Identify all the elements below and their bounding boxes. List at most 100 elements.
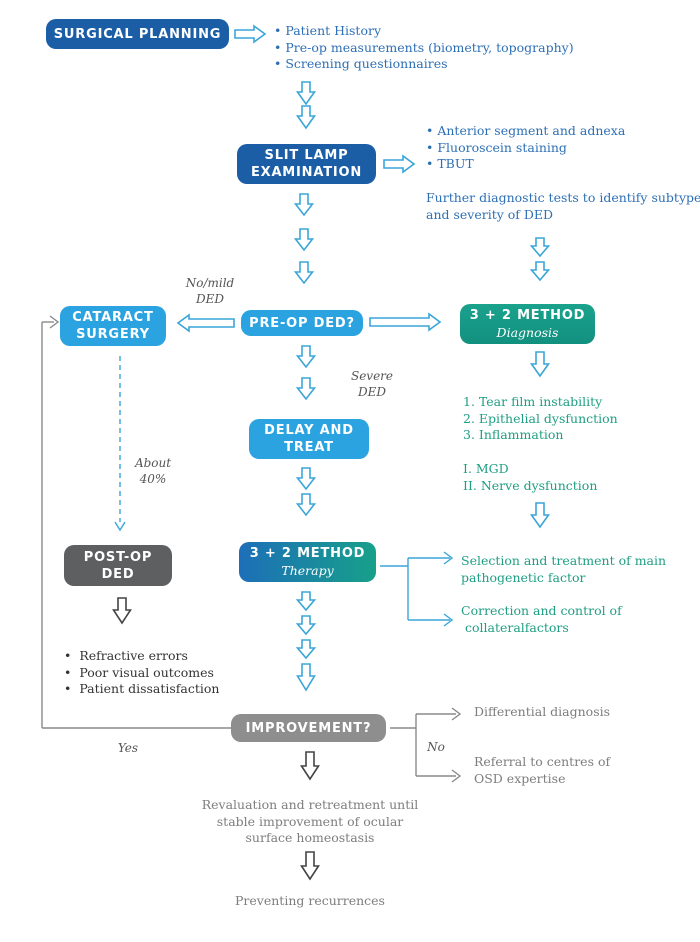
no-branch-top-head — [451, 707, 462, 721]
severe-line: Severe — [350, 369, 394, 383]
therapy-correction-text: Correction and control of collateralfact… — [461, 603, 622, 636]
slit-lamp-down-arrow-1 — [293, 193, 315, 217]
postop-issue: • Refractive errors — [64, 648, 188, 663]
preop-down-arrow-2 — [295, 377, 317, 401]
revaluation-line: surface homeostasis — [245, 830, 375, 845]
diagnosis-items: 1. Tear film instability 2. Epithelial d… — [463, 394, 618, 444]
postop-issue: • Patient dissatisfaction — [64, 681, 220, 696]
planning-down-arrow-2 — [295, 105, 317, 130]
therapy-down-arrow-1 — [295, 591, 317, 612]
therapy-branch-bottom-head — [443, 613, 454, 627]
postop-issue: • Poor visual outcomes — [64, 664, 214, 680]
further-tests-line: Further diagnostic tests to identify sub… — [426, 190, 700, 205]
slit-lamp-item: • TBUT — [426, 156, 474, 171]
delay-down-arrow-1 — [295, 467, 317, 491]
slit-lamp-box: SLIT LAMP EXAMINATION — [237, 144, 376, 184]
diagnosis-item: 1. Tear film instability — [463, 394, 603, 409]
postop-issues-list: • Refractive errors • Poor visual outcom… — [64, 648, 219, 698]
referral-text: Referral to centres of OSD expertise — [474, 754, 610, 787]
diagnosis-method-title: 3 + 2 METHOD — [469, 308, 586, 323]
about-line: About — [134, 456, 172, 470]
preop-to-cataract-arrow — [176, 313, 235, 333]
postop-label-line-2: DED — [101, 566, 135, 582]
planning-item: • Pre-op measurements (biometry, topogra… — [274, 39, 574, 55]
therapy-method-box: 3 + 2 METHOD Therapy — [239, 542, 376, 582]
no-branch-bottom-head — [451, 769, 462, 783]
postop-down-arrow — [112, 597, 132, 625]
severe-line: DED — [357, 385, 386, 399]
further-tests-text: Further diagnostic tests to identify sub… — [426, 190, 700, 223]
diagnosis-item: 3. Inflammation — [463, 427, 564, 442]
slit-lamp-item: • Fluoroscein staining — [426, 139, 567, 155]
surgical-planning-box: SURGICAL PLANNING — [46, 19, 229, 49]
delay-label-line-2: TREAT — [284, 440, 334, 455]
diagnosis-roman-item: I. MGD — [463, 461, 509, 476]
differential-diagnosis-text: Differential diagnosis — [474, 704, 611, 719]
further-tests-down-arrow-1 — [529, 237, 551, 258]
therapy-branch-top-head — [443, 551, 454, 565]
severe-ded-label: Severe DED — [344, 368, 400, 400]
no-mild-line: No/mild — [185, 276, 235, 290]
preventing-recurrences-text: Preventing recurrences — [235, 893, 385, 908]
therapy-method-title: 3 + 2 METHOD — [249, 546, 366, 561]
about-40-label: About 40% — [128, 455, 178, 487]
slit-lamp-item: • Anterior segment and adnexa — [426, 123, 626, 138]
delay-label-line-1: DELAY AND — [264, 423, 354, 438]
referral-line: Referral to centres of — [474, 754, 611, 769]
slit-lamp-down-arrow-3 — [293, 261, 315, 285]
diagnosis-roman-item: II. Nerve dysfunction — [463, 477, 598, 493]
diagnosis-roman-down-arrow — [529, 502, 551, 529]
cataract-label-line-1: CATARACT — [72, 310, 154, 325]
revaluation-text: Revaluation and retreatment until stable… — [170, 797, 450, 847]
slit-lamp-label-line-1: SLIT LAMP — [264, 148, 349, 163]
planning-item: • Screening questionnaires — [274, 56, 448, 71]
slit-lamp-label-line-2: EXAMINATION — [250, 165, 363, 180]
planning-to-list-arrow — [234, 24, 267, 44]
therapy-method-subtitle: Therapy — [281, 563, 334, 578]
diagnosis-method-subtitle: Diagnosis — [496, 325, 559, 340]
cataract-to-postop-head — [114, 521, 126, 532]
preop-ded-label: PRE-OP DED? — [249, 315, 355, 331]
therapy-down-arrow-2 — [295, 615, 317, 636]
cataract-label-line-2: SURGERY — [76, 327, 150, 342]
planning-item: • Patient History — [274, 23, 382, 38]
therapy-selection-text: Selection and treatment of main pathogen… — [461, 553, 666, 586]
cataract-surgery-box: CATARACT SURGERY — [60, 306, 166, 346]
therapy-selection-line: Selection and treatment of main — [461, 553, 667, 568]
postop-label-line-1: POST-OP — [83, 549, 153, 565]
preop-ded-box: PRE-OP DED? — [241, 310, 363, 336]
therapy-correction-line: collateralfactors — [461, 619, 569, 635]
slit-lamp-down-arrow-2 — [293, 228, 315, 252]
preop-to-diagnosis-arrow — [369, 312, 442, 332]
slit-lamp-list: • Anterior segment and adnexa • Fluorosc… — [426, 123, 625, 173]
delay-down-arrow-2 — [295, 493, 317, 517]
diagnosis-roman-items: I. MGD II. Nerve dysfunction — [463, 461, 597, 494]
therapy-down-arrow-3 — [295, 639, 317, 660]
delay-treat-box: DELAY AND TREAT — [249, 419, 369, 459]
further-tests-down-arrow-2 — [529, 261, 551, 282]
therapy-selection-line: pathogenetic factor — [461, 569, 586, 585]
diagnosis-down-arrow — [529, 351, 551, 378]
revaluation-line: stable improvement of ocular — [216, 813, 404, 829]
yes-loop-head — [49, 315, 60, 329]
preop-down-arrow-1 — [295, 345, 317, 369]
planning-down-arrow-1 — [295, 81, 317, 106]
about-line: 40% — [139, 472, 167, 486]
no-label: No — [427, 740, 445, 754]
revaluation-down-arrow — [300, 851, 320, 881]
improvement-label: IMPROVEMENT? — [245, 720, 372, 736]
slit-lamp-to-list-arrow — [383, 154, 416, 174]
diagnosis-item: 2. Epithelial dysfunction — [463, 410, 618, 426]
postop-ded-box: POST-OP DED — [64, 545, 172, 586]
diagnosis-method-box: 3 + 2 METHOD Diagnosis — [460, 304, 595, 344]
planning-list: • Patient History • Pre-op measurements … — [274, 23, 574, 73]
therapy-correction-line: Correction and control of — [461, 603, 622, 618]
improvement-down-arrow — [300, 751, 320, 781]
surgical-planning-label: SURGICAL PLANNING — [53, 26, 222, 42]
further-tests-line: and severity of DED — [426, 206, 554, 222]
referral-line: OSD expertise — [474, 770, 566, 786]
yes-label: Yes — [117, 741, 139, 755]
therapy-down-arrow-4 — [296, 663, 316, 692]
